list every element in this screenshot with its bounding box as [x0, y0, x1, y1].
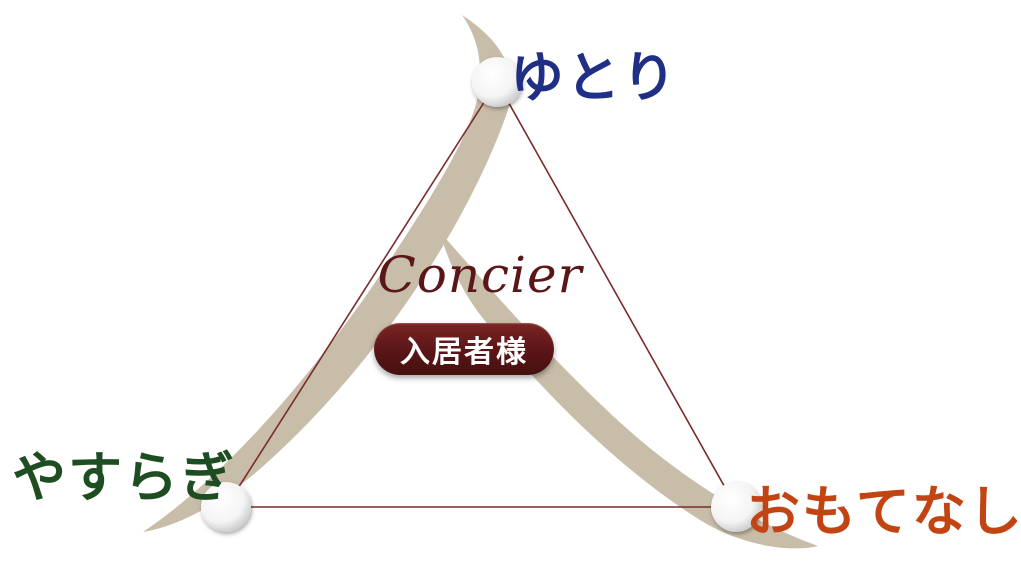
vertex-node-right: [711, 482, 761, 532]
brand-name: Concier: [377, 246, 583, 304]
vertex-label-top: ゆとり: [510, 45, 678, 109]
center-badge: 入居者様: [374, 323, 554, 375]
vertex-label-right: おもてなし: [746, 479, 1021, 543]
vertex-label-left: やすらぎ: [12, 445, 236, 509]
vertex-node-left: [201, 482, 251, 532]
triangle-outline: [224, 80, 738, 508]
center-badge-label: 入居者様: [400, 335, 528, 370]
vertex-node-top: [472, 57, 522, 107]
